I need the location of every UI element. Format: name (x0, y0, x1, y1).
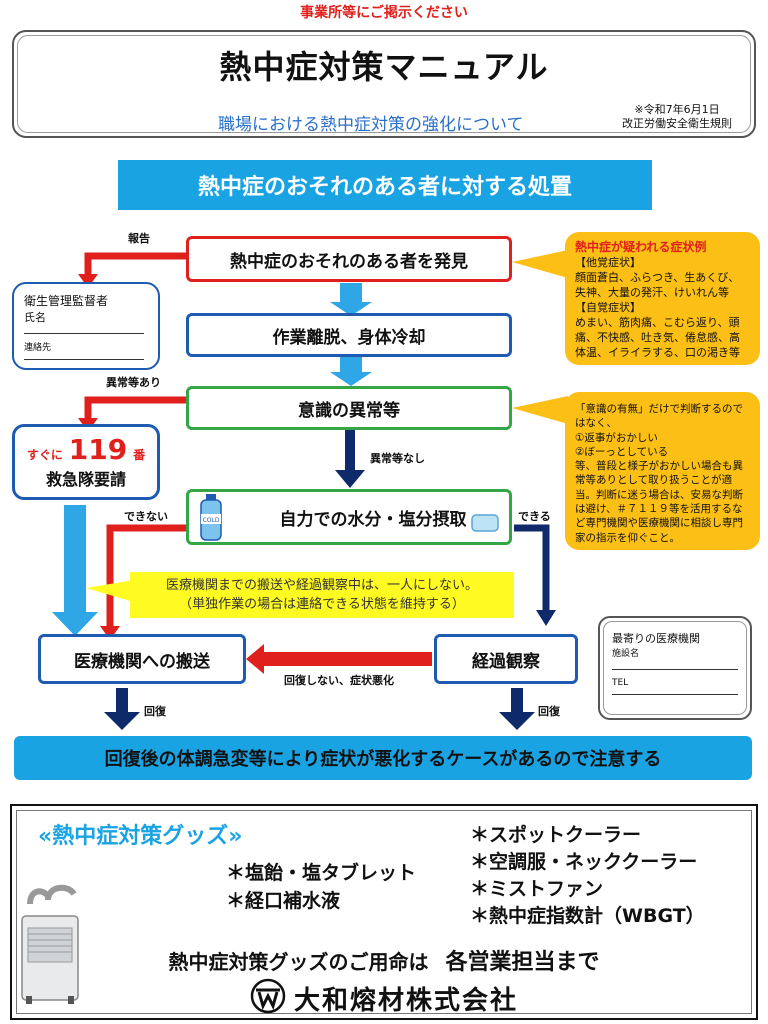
discover-box: 熱中症のおそれのある者を発見 (186, 236, 512, 282)
hydrate-box: 自力での水分・塩分摂取 (186, 489, 512, 545)
goods-frame (10, 804, 758, 1020)
goods-item-wbgt: ＊熱中症指数計（WBGT） (470, 905, 705, 927)
cool-box: 作業離脱、身体冷却 (186, 313, 512, 357)
page-subtitle: 職場における熱中症対策の強化について (218, 115, 524, 135)
symptoms-bubble-tail (512, 250, 568, 278)
contact-line (24, 359, 144, 360)
transport-box: 医療機関への搬送 (38, 634, 246, 684)
supervisor-box: 衛生管理監督者 氏名 連絡先 (12, 282, 160, 370)
report-arrow (84, 252, 186, 276)
goods-item-spot-cooler: ＊スポットクーラー (470, 824, 642, 846)
cannot-label: できない (124, 510, 168, 523)
salt-tablet-icon (471, 514, 499, 532)
report-label: 報告 (128, 232, 150, 245)
judgement-bubble: 「意識の有無」だけで判断するのではなく、 ①返事がおかしい ②ぼーっとしている … (565, 392, 760, 550)
caution-tail (86, 580, 134, 602)
arrow-no-abnormal (345, 430, 355, 472)
section-banner: 熱中症のおそれのある者に対する処置 (118, 160, 652, 210)
not-recovered-arrow (262, 652, 432, 666)
page-title: 熱中症対策マニュアル (219, 48, 549, 86)
observation-box: 経過観察 (434, 634, 578, 684)
goods-item-cooling-wear: ＊空調服・ネッククーラー (470, 851, 698, 873)
not-recovered-label: 回復しない、症状悪化 (284, 674, 394, 687)
arrow-discover-to-cool (340, 283, 362, 305)
goods-item-salt: ＊塩飴・塩タブレット (226, 862, 417, 884)
caution-note: 医療機関までの搬送や経過観察中は、一人にしない。 （単独作業の場合は連絡できる状… (130, 572, 514, 618)
can-arrow (514, 524, 550, 612)
judgement-bubble-tail (512, 396, 568, 424)
order-line: 熱中症対策グッズのご用命は 各営業担当まで (168, 950, 600, 975)
goods-item-ors: ＊経口補水液 (226, 890, 341, 912)
posting-notice: 事業所等にご掲示ください (300, 5, 468, 21)
emergency-number: 119 (68, 433, 128, 466)
abnormal-arrow (84, 396, 186, 420)
nearest-hospital-box: 最寄りの医療機関 施設名 TEL (598, 616, 752, 720)
header-frame (12, 30, 756, 138)
recover-left-arrow (116, 688, 128, 714)
no-abnormal-label: 異常等なし (370, 452, 425, 465)
warning-banner: 回復後の体調急変等により症状が悪化するケースがあるので注意する (14, 736, 752, 780)
spot-cooler-icon (21, 884, 79, 1004)
arrow-cool-to-consciousness (340, 356, 362, 374)
abnormal-label: 異常等あり (106, 376, 161, 389)
emergency-call-box: すぐに 119 番 救急隊要請 (12, 424, 160, 500)
company-logo-icon (250, 978, 286, 1014)
regulation-date-note: ※令和7年6月1日 改正労働安全衛生規則 (622, 103, 732, 130)
can-label: できる (518, 510, 551, 523)
goods-title: «熱中症対策グッズ» (38, 824, 243, 849)
symptoms-bubble: 熱中症が疑われる症状例 【他覚症状】 顔面蒼白、ふらつき、生あくび、失神、大量の… (565, 232, 760, 365)
company-name: 大和熔材株式会社 (294, 986, 519, 1016)
arrow-119-to-transport (64, 505, 86, 615)
svg-text:COLD: COLD (203, 517, 220, 524)
recover-right-label: 回復 (538, 705, 560, 718)
water-bottle-icon: COLD (200, 494, 222, 541)
recover-right-arrow (511, 688, 523, 714)
goods-item-mist-fan: ＊ミストファン (470, 878, 604, 900)
recover-left-label: 回復 (144, 705, 166, 718)
hydrate-label: 自力での水分・塩分摂取 (279, 509, 467, 530)
report-arrowhead (78, 274, 98, 288)
consciousness-box: 意識の異常等 (186, 386, 512, 430)
name-line (24, 333, 144, 334)
order-contact: 各営業担当まで (445, 950, 600, 975)
